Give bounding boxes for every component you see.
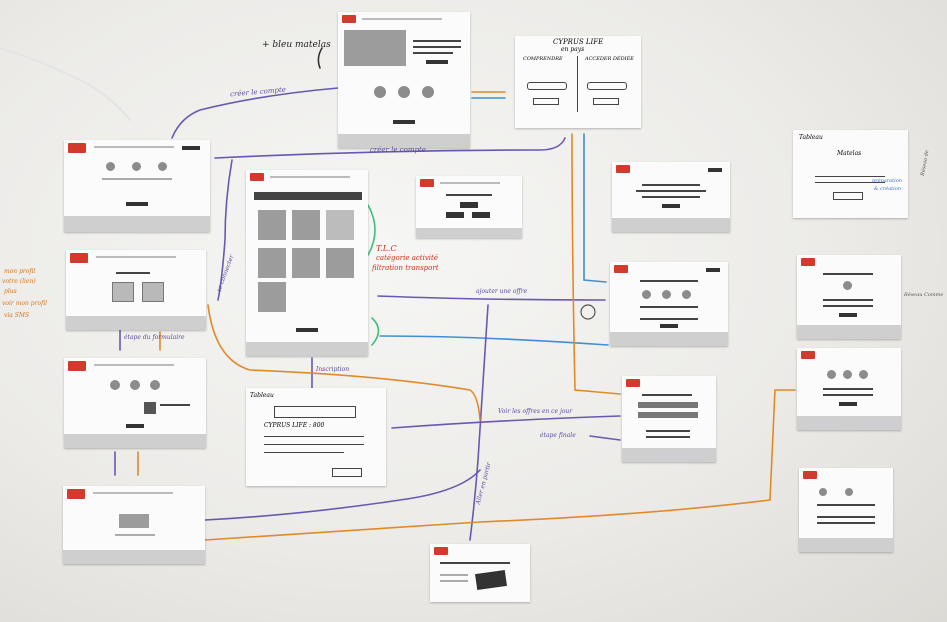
logo-icon: [420, 179, 434, 187]
logo-icon: [803, 471, 817, 479]
arrow-create-account-2: [214, 137, 566, 159]
wireframe-form-step: [64, 358, 206, 448]
note-tlc-2: catégorie activité: [376, 254, 438, 262]
note-top-left: + bleu matelas: [262, 40, 331, 50]
note-right-2: & création: [874, 186, 902, 192]
note-left-4: voir mon profil: [2, 300, 48, 307]
note-left-2: votre (lien): [2, 278, 36, 285]
arrow-etape-finale: [589, 435, 621, 441]
arrow-create-account: [171, 87, 339, 139]
note-right-1: préparation: [872, 178, 902, 184]
logo-icon: [801, 351, 815, 359]
wireframe-right-1: [797, 255, 901, 339]
logo-icon: [68, 143, 86, 153]
note-tlc-3: filtration transport: [372, 264, 439, 272]
wireframe-choice: [416, 176, 522, 238]
logo-icon: [67, 489, 85, 499]
note-left-1: mon profil: [4, 268, 36, 275]
circled-number: [580, 304, 596, 320]
black-bracket: [317, 47, 323, 69]
wireframe-home: [338, 12, 470, 148]
note-create-account-2: créer le compte: [370, 146, 426, 154]
logo-icon: [434, 547, 448, 555]
wireframe-offer-detail: [610, 262, 728, 346]
cable-line: [0, 46, 132, 122]
sketch-right-label: ACCEDER DÉDIÉE: [585, 56, 634, 62]
logo-icon: [626, 379, 640, 387]
logo-icon: [801, 258, 815, 266]
arrow-bottom-orange: [204, 389, 796, 541]
arrow-orange-vertical: [571, 133, 621, 395]
wireframe-right-2: [797, 348, 901, 430]
logo-icon: [70, 253, 88, 263]
arrow-purple-long: [469, 304, 489, 541]
wireframe-offer-list: [612, 162, 730, 232]
arrow-bottom-purple: [204, 469, 481, 521]
wireframe-listing: [246, 170, 368, 356]
arrow-blue-vertical: [583, 133, 607, 283]
green-brace-2: [371, 317, 380, 346]
sketch-left-label: COMPRENDRE: [523, 56, 563, 62]
sketch-right-title: Tableau: [799, 134, 823, 141]
sketch-title: CYPRUS LIFE: [553, 38, 604, 46]
print-landing: [430, 544, 530, 602]
logo-icon: [616, 165, 630, 173]
arrow-blue-mid: [379, 335, 609, 346]
wireframe-confirmation: [63, 486, 205, 564]
sketch-right-sub: Matelas: [837, 150, 862, 157]
logo-icon: [250, 173, 264, 181]
arrow-voir-offre: [391, 415, 621, 429]
wireframe-categories: [64, 140, 210, 232]
note-step-form: étape du formulaire: [124, 334, 185, 341]
logo-icon: [68, 361, 86, 371]
note-far-right: Réseau Comme: [904, 292, 944, 298]
arrow-orange-left: [207, 304, 481, 421]
arrow-add-offer: [377, 295, 606, 301]
note-add-offer: ajouter une offre: [476, 288, 528, 295]
note-left-3: plus: [4, 288, 17, 295]
note-voir-offre: Voir les offres en ce jour: [498, 408, 573, 415]
sketch-matelas: Tableau Matelas: [793, 130, 908, 218]
note-left-5: via SMS: [4, 312, 30, 319]
logo-icon: [614, 265, 628, 273]
sketch-cyprus-offer: Tableau CYPRUS LIFE : 800: [246, 388, 386, 486]
logo-icon: [342, 15, 356, 23]
sketch-bottom-label: Tableau: [250, 392, 274, 399]
sketch-bottom-title: CYPRUS LIFE : 800: [264, 422, 325, 429]
sketch-cyprus-life: CYPRUS LIFE en pays COMPRENDRE ACCEDER D…: [515, 36, 641, 128]
note-inscription: Inscription: [316, 366, 350, 373]
arrow-left-vertical: [217, 159, 233, 301]
wireframe-profile-type: [66, 250, 206, 330]
wireframe-offer-form: [622, 376, 716, 462]
note-etape-finale: étape finale: [540, 432, 576, 439]
note-tlc-1: T.L.C: [376, 244, 397, 253]
green-brace-1: [367, 204, 376, 256]
wireframe-right-3: [799, 468, 893, 552]
sketch-sub: en pays: [561, 46, 585, 53]
